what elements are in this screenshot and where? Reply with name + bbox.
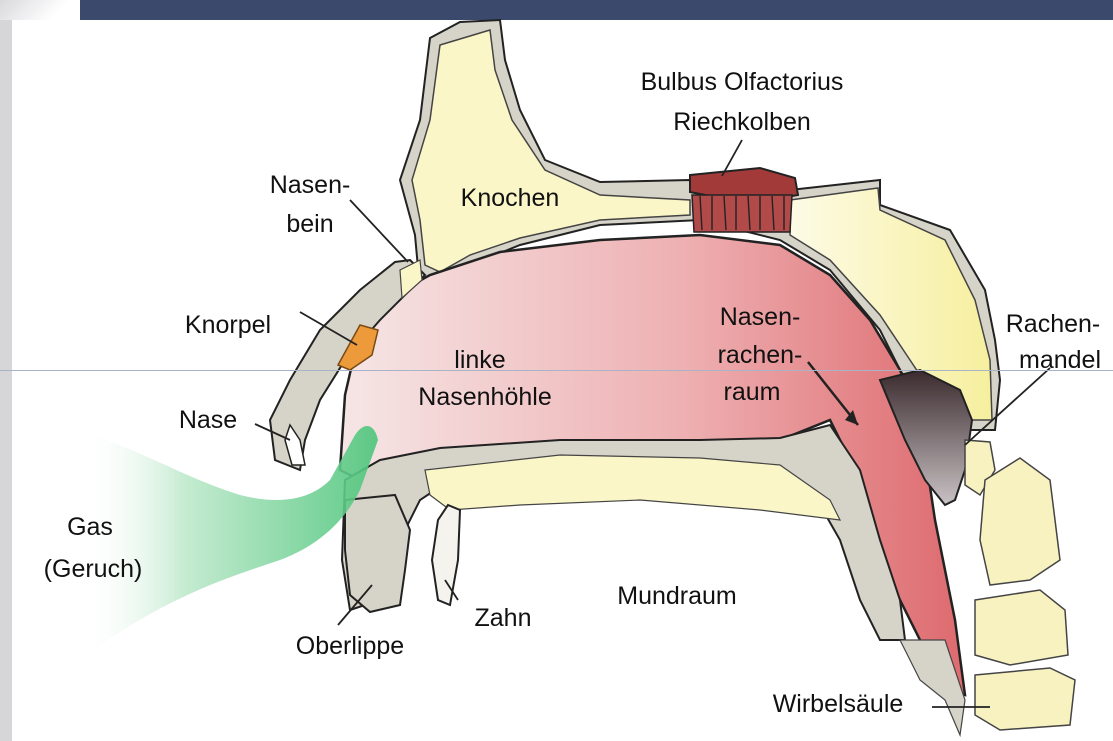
label-zahn: Zahn — [475, 604, 532, 632]
vertebra-2 — [980, 458, 1060, 585]
olfactory-fibers — [692, 195, 792, 232]
tooth — [432, 505, 460, 605]
label-nasenrachenraum-line1: Nasen- — [720, 303, 801, 331]
label-oberlippe: Oberlippe — [296, 632, 404, 660]
label-nasenrachenraum-line2: rachen- — [718, 341, 803, 369]
label-nasenbein-line2: bein — [286, 210, 333, 238]
gas-stream — [80, 426, 378, 660]
label-bulbus-line1: Bulbus Olfactorius — [641, 68, 844, 96]
upper-lip — [345, 495, 410, 612]
label-knochen: Knochen — [461, 184, 560, 212]
label-nasenrachenraum-line3: raum — [724, 378, 781, 406]
label-nasenbein-line1: Nasen- — [270, 171, 351, 199]
label-nase: Nase — [179, 406, 237, 434]
label-rachenmandel-line1: Rachen- — [1006, 310, 1101, 338]
vertebra-4 — [975, 668, 1075, 730]
palate-bone — [425, 455, 840, 520]
label-knorpel: Knorpel — [185, 311, 271, 339]
label-linke-line2: Nasenhöhle — [418, 383, 551, 411]
label-wirbelsaeule: Wirbelsäule — [773, 690, 904, 718]
horizontal-guide-line — [0, 370, 1113, 371]
label-mundraum: Mundraum — [617, 582, 737, 610]
vertebra-3 — [975, 590, 1068, 665]
label-gas-line1: Gas — [67, 513, 113, 541]
label-bulbus-line2: Riechkolben — [673, 108, 811, 136]
label-gas-line2: (Geruch) — [44, 555, 143, 583]
